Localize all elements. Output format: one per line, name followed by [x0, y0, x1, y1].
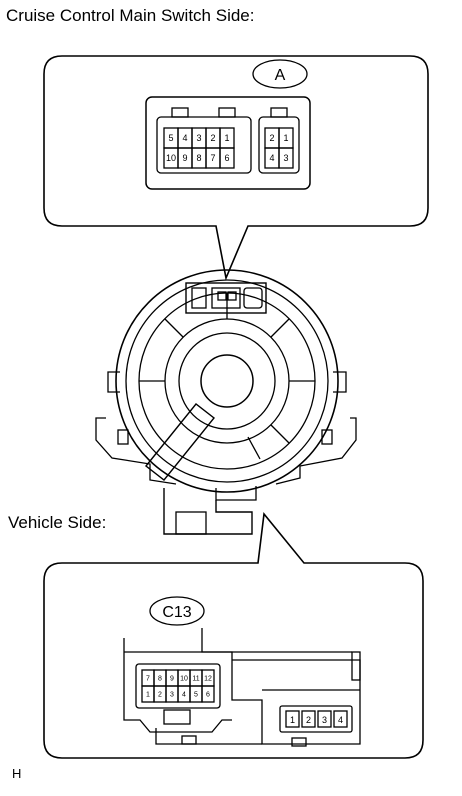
connector-a-large-pin-label: 2 [210, 133, 215, 143]
connector-a-large-pin-label: 6 [224, 153, 229, 163]
connector-a-large-pin-label: 1 [224, 133, 229, 143]
connector-a [145, 96, 311, 190]
connector-a-large-pin-label: 5 [168, 133, 173, 143]
connector-c13-main-pin-label: 1 [146, 692, 150, 699]
connector-c13-side-pin-cell [285, 710, 300, 728]
connector-a-large-pin-label: 3 [196, 133, 201, 143]
connector-c13-main-pin-label: 5 [194, 692, 198, 699]
connector-c13-side-pin-label: 3 [322, 715, 327, 725]
connector-c13-main-pin-label: 4 [182, 692, 186, 699]
connector-a-large-pin-label: 10 [166, 153, 176, 163]
connector-c13-side-pin-label: 1 [290, 715, 295, 725]
connector-c13-main-pin-label: 6 [206, 692, 210, 699]
connector-c13-label: C13 [162, 604, 191, 621]
connector-a-label: A [275, 67, 286, 84]
connector-a-small-pin-label: 2 [269, 133, 274, 143]
title-label: Cruise Control Main Switch Side: [6, 6, 255, 25]
connector-c13-main-pin-label: 12 [204, 676, 212, 683]
connector-c13-side-housing [279, 705, 353, 733]
connector-a-small-pin-cell [278, 147, 294, 169]
connector-a-label-oval [252, 59, 308, 89]
connector-c13-main-pin-label: 9 [170, 676, 174, 683]
connector-c13-main-pin-label: 2 [158, 692, 162, 699]
callout-a-bubble [43, 55, 429, 281]
connector-c13-side-pin-label: 4 [338, 715, 343, 725]
connector-c13 [123, 628, 361, 747]
connector-a-large-pin-label: 7 [210, 153, 215, 163]
connector-a-large-pin-label: 4 [182, 133, 187, 143]
connector-c13-label-oval [149, 596, 205, 626]
connector-c13-main-pin-label: 8 [158, 676, 162, 683]
connector-a-large-pin-cell [219, 147, 235, 169]
connector-a-large-housing [156, 116, 252, 174]
connector-c13-main-pin-label: 3 [170, 692, 174, 699]
connector-c13-main-pin-label: 11 [192, 676, 199, 683]
connector-c13-side-pin-label: 2 [306, 715, 311, 725]
figure-mark: H [12, 766, 22, 781]
connector-c13-main-housing [135, 663, 221, 709]
connector-c13-side-pin-cell [333, 710, 348, 728]
connector-a-small-pin-label: 4 [269, 153, 274, 163]
connector-a-large-pin-label: 9 [182, 153, 187, 163]
connector-c13-main-pin-label: 7 [146, 676, 150, 683]
connector-c13-side-pin-cell [317, 710, 332, 728]
connector-a-small-pin-label: 1 [283, 133, 288, 143]
connector-c13-main-pin-label: 10 [180, 676, 188, 683]
clock-spring [95, 269, 357, 535]
connector-c13-main-pin-cell [201, 685, 215, 703]
vehicle-side-label: Vehicle Side: [8, 513, 107, 532]
connector-c13-side-pin-cell [301, 710, 316, 728]
connector-a-large-pin-label: 8 [196, 153, 201, 163]
connector-a-small-pin-label: 3 [283, 153, 288, 163]
callout-c13-bubble [43, 512, 424, 759]
